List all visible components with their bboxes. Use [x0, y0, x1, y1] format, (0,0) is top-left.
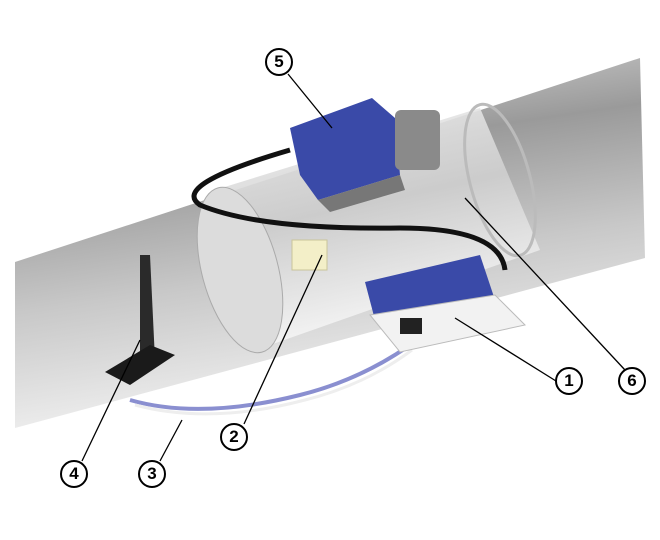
cable: [191, 147, 508, 271]
callout-1-controller: 1: [555, 367, 583, 395]
probe-flange: [105, 345, 175, 385]
callout-6-damper-housing: 6: [618, 367, 646, 395]
actuator: [290, 98, 400, 200]
callout-3-tubes: 3: [138, 460, 166, 488]
pressure-probe: [140, 255, 155, 362]
damper-ring-right: [463, 102, 537, 258]
leader-lines: [81, 73, 626, 462]
callout-4-probe: 4: [60, 460, 88, 488]
callout-5-actuator: 5: [265, 48, 293, 76]
controller-body: [369, 294, 527, 353]
blade-bearing: [291, 239, 328, 271]
actuator-clamp: [395, 110, 440, 170]
measurement-tubes: [129, 343, 412, 411]
damper-ring: [196, 186, 284, 354]
callout-2-blade-bearing: 2: [220, 423, 248, 451]
